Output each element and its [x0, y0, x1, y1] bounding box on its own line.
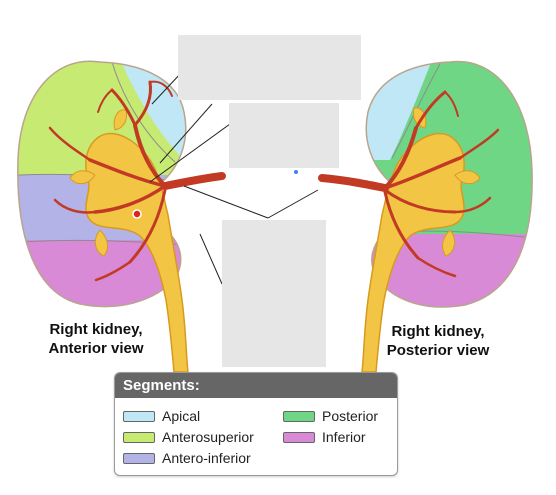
legend-item-inferior: Inferior — [283, 428, 366, 446]
segments-legend: Segments: Apical Posterior Anterosuperio… — [114, 372, 398, 476]
legend-item-anterosuperior: Anterosuperior — [123, 428, 254, 446]
legend-swatch — [123, 410, 155, 422]
caption-posterior-view: Right kidney, Posterior view — [386, 323, 490, 359]
leader-lines — [149, 71, 319, 285]
legend-item-apical: Apical — [123, 407, 200, 425]
renal-artery-right — [318, 90, 500, 278]
legend-swatch — [283, 410, 315, 422]
label-mask-top — [178, 35, 361, 100]
legend-swatch — [123, 431, 155, 443]
caption-anterior-view: Right kidney, Anterior view — [48, 321, 144, 357]
label-mask-bottom — [222, 220, 326, 367]
right-kidney-posterior — [318, 60, 533, 373]
legend-item-antero-inferior: Antero-inferior — [123, 449, 251, 467]
legend-swatch — [283, 431, 315, 443]
renal-artery-left — [48, 80, 226, 282]
legend-title: Segments: — [115, 373, 397, 398]
legend-swatch — [123, 452, 155, 464]
legend-item-posterior: Posterior — [283, 407, 378, 425]
label-mask-middle — [229, 103, 339, 168]
